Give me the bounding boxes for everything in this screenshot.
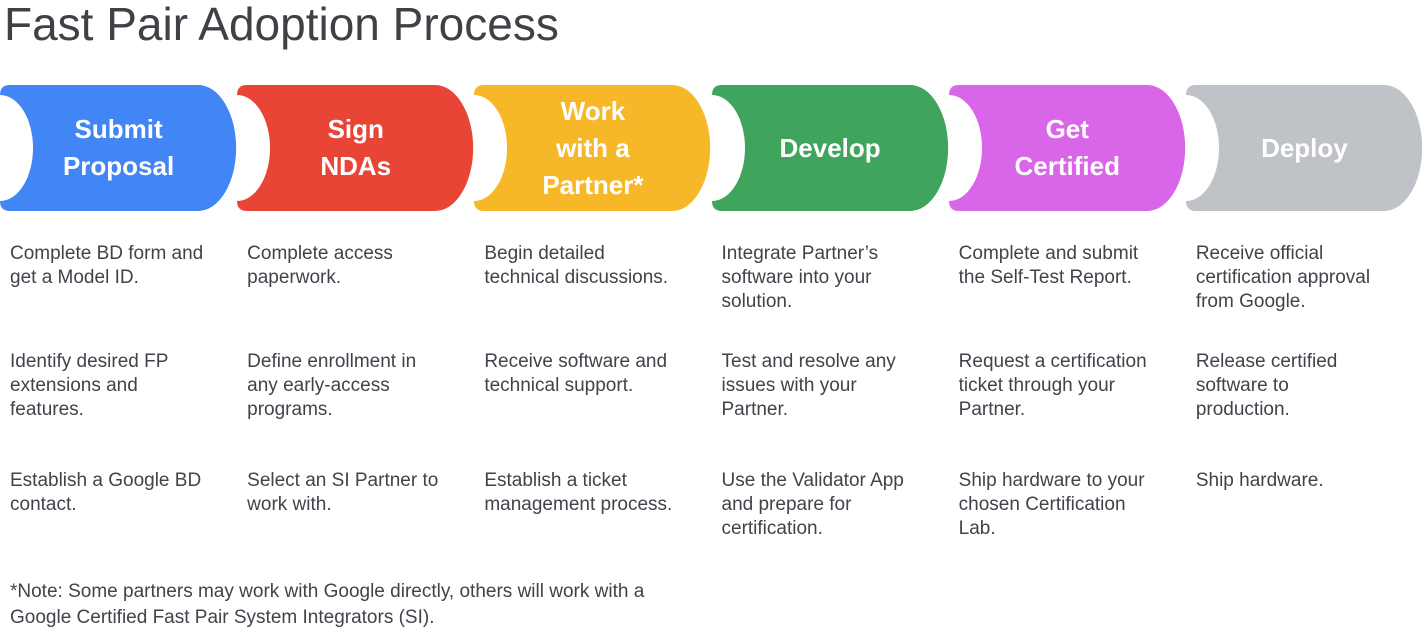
footnote: *Note: Some partners may work with Googl… [10,581,645,628]
stage-detail: Request a certification ticket through y… [958,351,1147,420]
stage-detail: Complete BD form and get a Model ID. [10,243,204,288]
stage-detail: Identify desired FP extensions and featu… [10,351,169,420]
stage-label: Work with a Partner* [542,95,644,200]
stage-detail: Select an SI Partner to work with. [247,470,439,515]
detail-row-1: Complete BD form and get a Model ID. Com… [0,242,1423,314]
process-stage-row: Submit Proposal Sign NDAs Work with a Pa… [0,85,1423,211]
stage-develop: Develop [711,85,949,211]
stage-work-with-partner: Work with a Partner* [474,85,711,211]
stage-detail: Release certified software to production… [1195,351,1338,420]
detail-row-3: Establish a Google BD contact. Select an… [0,469,1423,541]
stage-shape [948,85,1185,211]
stage-shape [0,85,237,211]
stage-detail: Begin detailed technical discussions. [484,243,669,288]
stage-deploy: Deploy [1185,85,1423,211]
stage-shape [474,85,711,211]
stage-detail: Complete access paperwork. [247,243,393,288]
stage-sign-ndas: Sign NDAs [237,85,474,211]
stage-detail: Receive official certification approval … [1195,243,1371,312]
stage-get-certified: Get Certified [948,85,1186,211]
page-title: Fast Pair Adoption Process [4,0,559,50]
stage-detail: Integrate Partner’s software into your s… [721,243,879,312]
detail-row-2: Identify desired FP extensions and featu… [0,350,1423,422]
stage-label: Develop [779,132,881,163]
stage-shape [237,85,474,211]
stage-submit-proposal: Submit Proposal [0,85,237,211]
stage-label: Deploy [1261,132,1348,163]
stage-detail: Complete and submit the Self-Test Report… [958,243,1139,288]
stage-detail: Establish a Google BD contact. [10,470,202,515]
stage-label: Get Certified [1014,114,1120,181]
stage-label: Sign NDAs [320,114,392,181]
stage-detail: Ship hardware to your chosen Certificati… [958,470,1145,539]
stage-detail: Ship hardware. [1195,470,1324,491]
stage-shape [1185,85,1422,211]
stage-detail: Use the Validator App and prepare for ce… [721,470,904,539]
stage-detail: Test and resolve any issues with your Pa… [721,351,896,420]
stage-shape [711,85,948,211]
stage-detail: Receive software and technical support. [484,351,668,396]
stage-detail: Define enrollment in any early-access pr… [247,351,417,420]
stage-label: Submit Proposal [62,114,175,181]
stage-detail: Establish a ticket management process. [484,470,673,515]
